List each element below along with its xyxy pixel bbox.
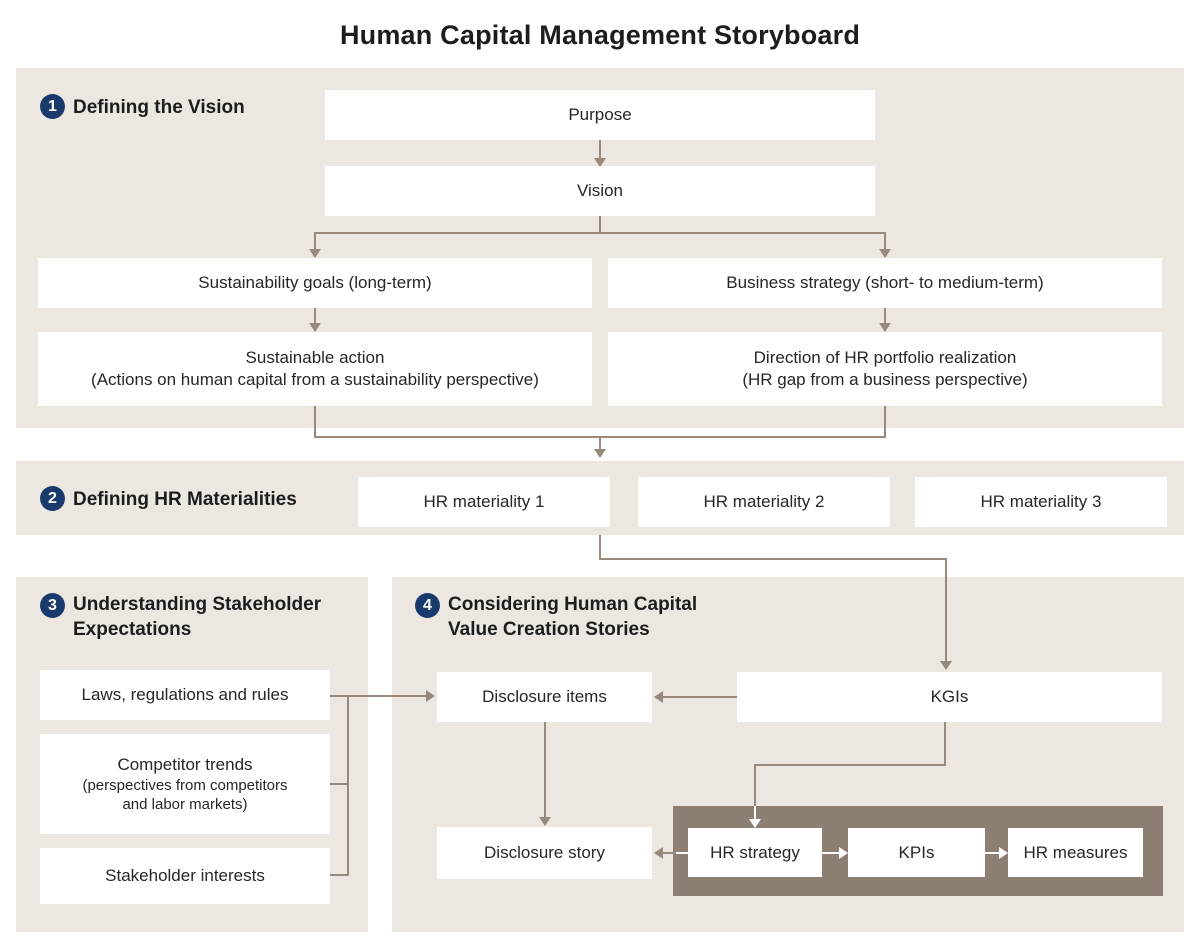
section-2-title: Defining HR Materialities bbox=[73, 489, 297, 510]
hr-portfolio-line2: (HR gap from a business perspective) bbox=[742, 370, 1028, 389]
connector-kgis-hrstrategy-stem bbox=[944, 722, 946, 766]
competitor-trends-box: Competitor trends (perspectives from com… bbox=[40, 734, 330, 834]
connector-vision-split-stem bbox=[599, 216, 601, 234]
connector-stakeholder-bracket-line bbox=[347, 695, 349, 876]
section-4-title: Considering Human Capital Value Creation… bbox=[448, 592, 697, 642]
connector-to-sustainability-arrowhead bbox=[309, 249, 321, 258]
section-1-number-badge: 1 bbox=[40, 94, 65, 119]
section-4-title-line2: Value Creation Stories bbox=[448, 619, 650, 640]
hr-portfolio-direction-box: Direction of HR portfolio realization (H… bbox=[608, 332, 1162, 406]
stakeholder-interests-box: Stakeholder interests bbox=[40, 848, 330, 904]
sustainability-goals-box: Sustainability goals (long-term) bbox=[38, 258, 592, 308]
connector-strategy-direction-line bbox=[884, 308, 886, 324]
connector-kgis-disclosure-line bbox=[663, 696, 737, 698]
connector-kgis-hrstrategy-arrowhead bbox=[749, 819, 761, 828]
connector-laws-disclosure-line bbox=[330, 695, 427, 697]
hr-strategy-box: HR strategy bbox=[688, 828, 822, 877]
connector-kgis-hrstrategy-line bbox=[754, 764, 756, 807]
section-4-number-badge: 4 bbox=[415, 593, 440, 618]
connector-purpose-vision-line bbox=[599, 140, 601, 159]
connector-vision-split-bar bbox=[314, 232, 886, 234]
connector-kpis-measures-arrowhead bbox=[999, 847, 1008, 859]
connector-strategy-story-line-inner bbox=[676, 852, 688, 854]
hr-portfolio-line1: Direction of HR portfolio realization bbox=[753, 348, 1017, 367]
section-3-title-line1: Understanding Stakeholder bbox=[73, 594, 322, 615]
section-4-title-line1: Considering Human Capital bbox=[448, 594, 698, 615]
connector-items-story-arrowhead bbox=[539, 817, 551, 826]
kgis-box: KGIs bbox=[737, 672, 1162, 722]
connector-strategy-direction-arrowhead bbox=[879, 323, 891, 332]
page-title: Human Capital Management Storyboard bbox=[339, 20, 861, 50]
connector-strategy-story-line bbox=[663, 852, 676, 854]
connector-strategy-story-arrowhead bbox=[654, 847, 663, 859]
connector-stakeholder-stub bbox=[330, 874, 349, 876]
connector-to-business-arrowhead bbox=[879, 249, 891, 258]
competitor-trends-line3: and labor markets) bbox=[122, 796, 248, 813]
sustainable-action-line1: Sustainable action bbox=[245, 348, 385, 367]
connector-materiality-kgis-line bbox=[945, 558, 947, 662]
connector-kgis-hrstrategy-line-inner bbox=[754, 806, 756, 820]
disclosure-story-box: Disclosure story bbox=[437, 827, 652, 879]
competitor-trends-line2: (perspectives from competitors bbox=[82, 777, 288, 794]
connector-strategy-kpis-line bbox=[822, 852, 840, 854]
connector-materiality-kgis-bar bbox=[599, 558, 947, 560]
connector-kgis-disclosure-arrowhead bbox=[654, 691, 663, 703]
connector-goals-action-arrowhead bbox=[309, 323, 321, 332]
connector-materiality-kgis-stem bbox=[599, 535, 601, 560]
section-3-title: Understanding Stakeholder Expectations bbox=[73, 592, 321, 642]
connector-merge-arrowhead bbox=[594, 449, 606, 458]
connector-purpose-vision-arrowhead bbox=[594, 158, 606, 167]
connector-merge-left-line bbox=[314, 406, 316, 438]
kpis-box: KPIs bbox=[848, 828, 985, 877]
section-3-number-badge: 3 bbox=[40, 593, 65, 618]
section-1-title: Defining the Vision bbox=[73, 97, 245, 118]
hr-materiality-1-box: HR materiality 1 bbox=[358, 477, 610, 527]
hr-materiality-3-box: HR materiality 3 bbox=[915, 477, 1167, 527]
disclosure-items-box: Disclosure items bbox=[437, 672, 652, 722]
connector-materiality-kgis-arrowhead bbox=[940, 661, 952, 670]
connector-items-story-line bbox=[544, 722, 546, 818]
section-3-title-line2: Expectations bbox=[73, 619, 192, 640]
connector-merge-right-line bbox=[884, 406, 886, 438]
sustainable-action-box: Sustainable action (Actions on human cap… bbox=[38, 332, 592, 406]
competitor-trends-line1: Competitor trends bbox=[117, 755, 253, 774]
connector-goals-action-line bbox=[314, 308, 316, 324]
purpose-box: Purpose bbox=[325, 90, 875, 140]
laws-regulations-box: Laws, regulations and rules bbox=[40, 670, 330, 720]
connector-to-business-line bbox=[884, 232, 886, 250]
connector-merge-stem bbox=[599, 436, 601, 450]
connector-to-sustainability-line bbox=[314, 232, 316, 250]
connector-competitor-stub bbox=[330, 783, 349, 785]
hr-materiality-2-box: HR materiality 2 bbox=[638, 477, 890, 527]
connector-kgis-hrstrategy-bar bbox=[754, 764, 946, 766]
section-2-number-badge: 2 bbox=[40, 486, 65, 511]
connector-strategy-kpis-arrowhead bbox=[839, 847, 848, 859]
connector-laws-disclosure-arrowhead bbox=[426, 690, 435, 702]
vision-box: Vision bbox=[325, 166, 875, 216]
sustainable-action-line2: (Actions on human capital from a sustain… bbox=[91, 370, 539, 389]
business-strategy-box: Business strategy (short- to medium-term… bbox=[608, 258, 1162, 308]
hr-measures-box: HR measures bbox=[1008, 828, 1143, 877]
connector-kpis-measures-line bbox=[985, 852, 1000, 854]
